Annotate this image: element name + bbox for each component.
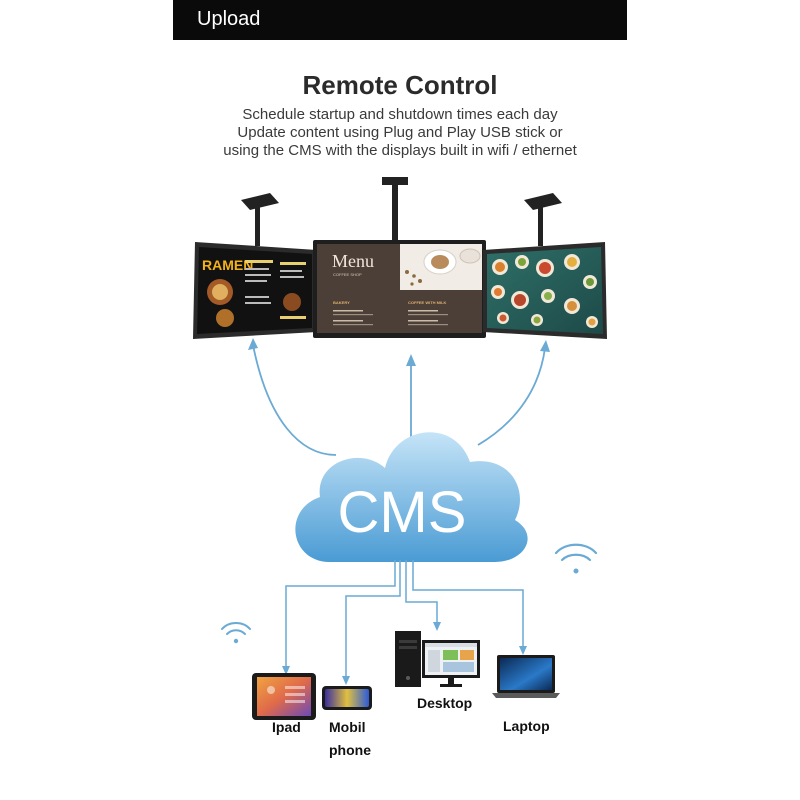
wifi-icon-left (221, 622, 251, 644)
device-label-mobile-line2: phone (329, 742, 371, 758)
arrow-to-right-display (477, 347, 546, 446)
arrowheads-top (248, 338, 550, 366)
cms-label: CMS (338, 480, 467, 545)
menu-col2-header: COFFEE WITH MILK (408, 300, 447, 305)
desktop-icon (395, 631, 480, 687)
device-label-desktop: Desktop (417, 695, 473, 711)
mobile-phone-icon (322, 686, 372, 710)
arrowheads-bottom (282, 622, 527, 685)
menu-subtitle: COFFEE SHOP (333, 272, 362, 277)
display-center: Menu COFFEE SHOP BAKERY COFFEE WITH MILK (313, 240, 486, 338)
display-right (483, 242, 607, 339)
ramen-headline: RAMEN (202, 257, 253, 273)
device-label-mobile-line1: Mobil (329, 719, 366, 735)
header-title: Upload (197, 8, 261, 30)
cms-cloud: CMS (295, 432, 528, 562)
wifi-icon-right (554, 543, 598, 574)
laptop-icon (492, 655, 560, 698)
menu-title: Menu (332, 251, 374, 271)
ipad-icon (252, 673, 316, 720)
device-label-laptop: Laptop (503, 718, 550, 734)
menu-col1-header: BAKERY (333, 300, 350, 305)
cloud-to-devices-lines (285, 560, 524, 678)
cloud-to-displays-arrows (252, 344, 546, 456)
ceiling-mount-right (524, 193, 562, 246)
device-label-ipad: Ipad (272, 719, 301, 735)
subtitle-line-3: using the CMS with the displays built in… (223, 142, 577, 159)
ceiling-mount-left (241, 193, 279, 246)
subtitle-line-1: Schedule startup and shutdown times each… (242, 106, 558, 123)
page-title: Remote Control (302, 70, 498, 100)
subtitle-line-2: Update content using Plug and Play USB s… (237, 124, 563, 141)
display-left: RAMEN (193, 242, 317, 339)
header-bar: Upload (173, 0, 627, 40)
arrow-to-left-display (252, 344, 337, 456)
ceiling-mount-center (382, 177, 408, 240)
